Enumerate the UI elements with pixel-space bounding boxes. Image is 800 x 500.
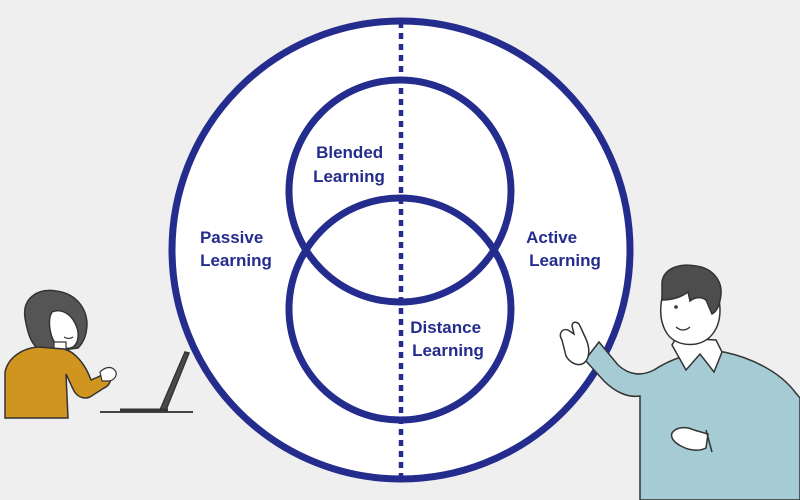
man-gesturing-illustration bbox=[559, 264, 800, 500]
distance-learning-label: Distance Learning bbox=[410, 318, 486, 360]
blended-learning-label: Blended Learning bbox=[313, 143, 388, 186]
outer-circle bbox=[168, 17, 634, 483]
lower-inner-circle bbox=[285, 194, 515, 424]
active-learning-label: Active Learning bbox=[526, 228, 601, 270]
laptop-icon bbox=[158, 351, 191, 411]
passive-learning-label: Passive Learning bbox=[200, 228, 272, 270]
upper-inner-circle bbox=[285, 76, 515, 306]
woman-at-laptop-illustration bbox=[4, 289, 193, 419]
